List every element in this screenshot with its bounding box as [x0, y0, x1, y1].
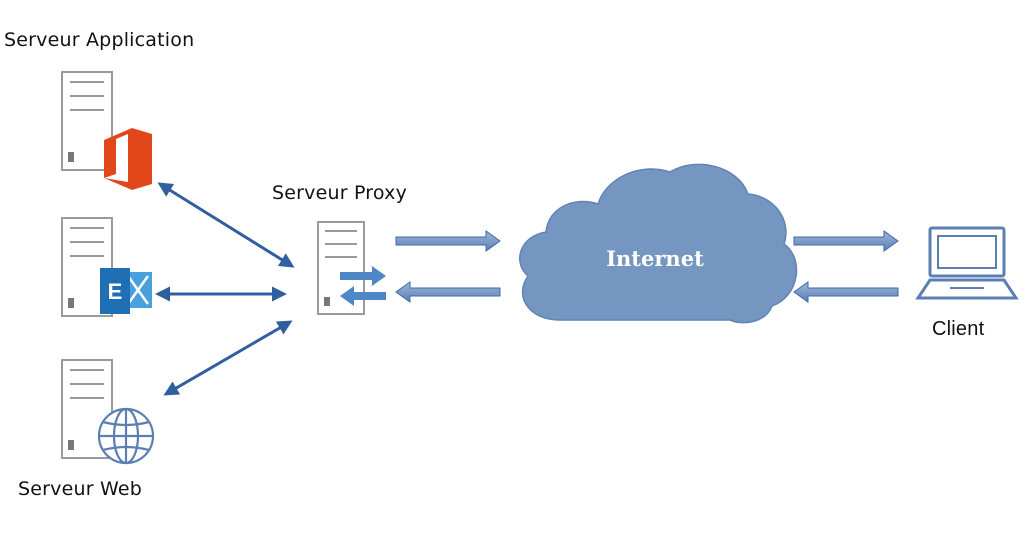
laptop-icon — [915, 226, 1019, 300]
svg-text:E: E — [108, 279, 123, 304]
flow-arrow-right — [395, 230, 501, 252]
app-server — [61, 71, 113, 171]
client-label: Client — [932, 318, 985, 340]
flow-arrow-left — [395, 281, 501, 303]
exchange-server — [61, 217, 113, 317]
app-server-label: Serveur Application — [4, 29, 195, 51]
arrow-web-proxy — [163, 320, 293, 396]
web-server-label: Serveur Web — [18, 478, 143, 500]
connection-arrows — [155, 182, 295, 396]
proxy-server — [317, 221, 365, 315]
flow-internet-client — [793, 230, 899, 303]
office-icon — [104, 128, 152, 190]
exchange-icon: E — [100, 268, 152, 314]
flow-arrow-left-client — [793, 281, 899, 303]
proxy-server-label: Serveur Proxy — [272, 182, 408, 204]
arrow-app-proxy — [157, 182, 295, 268]
internet-cloud — [519, 163, 798, 324]
flow-proxy-internet — [395, 230, 501, 303]
internet-label: Internet — [606, 246, 704, 271]
swap-arrows-icon — [340, 266, 386, 306]
globe-icon — [97, 407, 155, 465]
flow-arrow-right-client — [793, 230, 899, 252]
